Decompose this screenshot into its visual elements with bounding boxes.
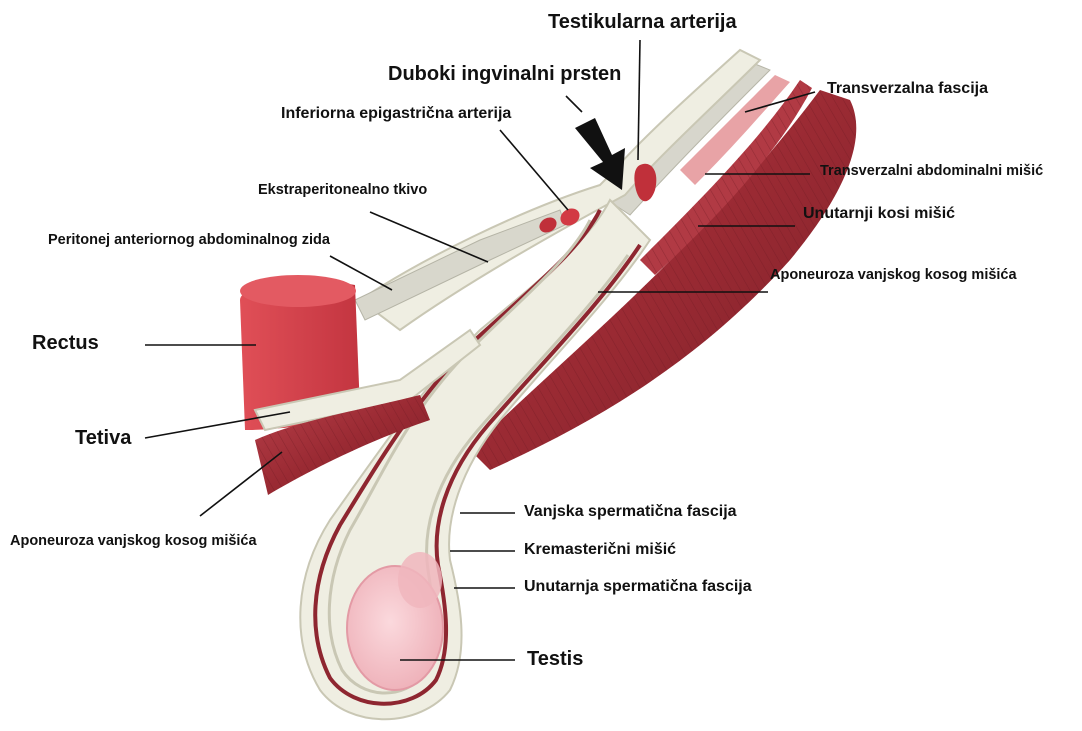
label-ekstraperitonealno-tkivo: Ekstraperitonealno tkivo xyxy=(258,183,427,198)
label-unutarnji-kosi-misic: Unutarnji kosi mišić xyxy=(803,206,955,222)
label-inferiorna-epigastricna-arterija: Inferiorna epigastrična arterija xyxy=(281,106,511,122)
label-testikularna-arterija: Testikularna arterija xyxy=(548,12,737,32)
label-unutarnja-spermaticna-fascija: Unutarnja spermatična fascija xyxy=(524,579,752,595)
label-aponeuroza-vanjskog-lijevo: Aponeuroza vanjskog kosog mišića xyxy=(10,534,257,549)
label-rectus: Rectus xyxy=(32,333,99,353)
label-transverzalna-fascija: Transverzalna fascija xyxy=(827,81,988,97)
leader-epigastricna xyxy=(500,130,568,210)
epididymis-shape xyxy=(398,552,442,608)
label-tetiva: Tetiva xyxy=(75,428,131,448)
label-testis: Testis xyxy=(527,649,583,669)
label-transverzalni-abdominalni-misic: Transverzalni abdominalni mišić xyxy=(820,164,1043,179)
deep-inguinal-ring-arrow xyxy=(575,118,625,190)
label-peritonej: Peritonej anteriornog abdominalnog zida xyxy=(48,233,330,248)
leader-duboki-prsten xyxy=(566,96,582,112)
label-aponeuroza-vanjskog-desno: Aponeuroza vanjskog kosog mišića xyxy=(770,268,1017,283)
label-vanjska-spermaticna-fascija: Vanjska spermatična fascija xyxy=(524,504,737,520)
label-kremastericni-misic: Kremasterični mišić xyxy=(524,542,676,558)
label-duboki-ingvinalni-prsten: Duboki ingvinalni prsten xyxy=(388,64,621,84)
